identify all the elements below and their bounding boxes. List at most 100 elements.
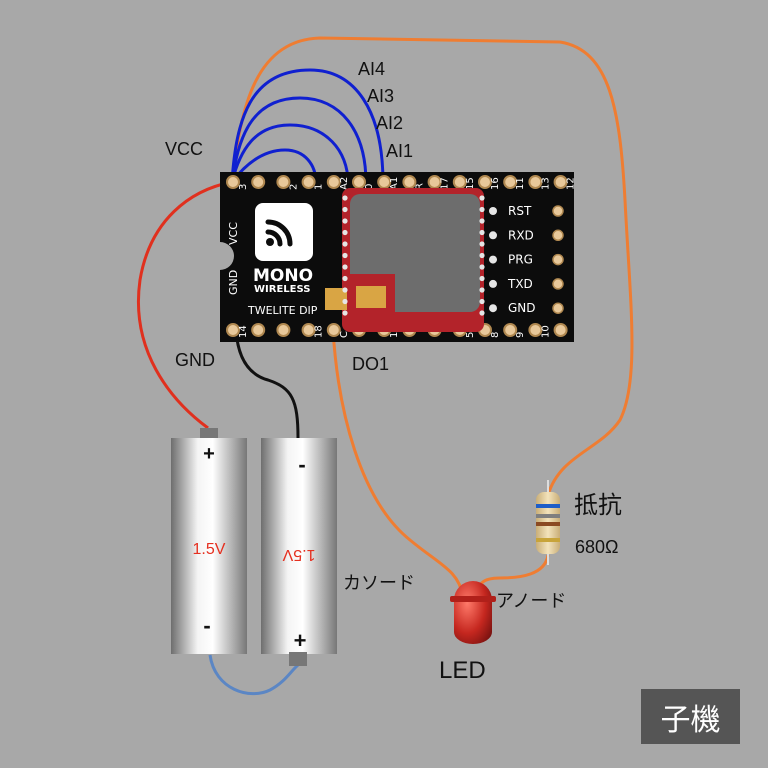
analog-wires bbox=[230, 68, 385, 184]
ai2-label: AI2 bbox=[376, 113, 403, 133]
bottom-pin-label: 8 bbox=[490, 332, 501, 338]
top-pin-label: A1 bbox=[389, 177, 400, 190]
ai3-label: AI3 bbox=[367, 86, 394, 106]
bottom-pin-label: 14 bbox=[238, 325, 249, 338]
battery-link-wire bbox=[208, 654, 300, 696]
top-pin-label: 12 bbox=[566, 177, 577, 190]
side-vcc-label: VCC bbox=[227, 222, 240, 245]
top-pin-pad bbox=[326, 175, 341, 189]
top-pin-label: 2 bbox=[288, 184, 299, 190]
top-pin-label: 16 bbox=[490, 177, 501, 190]
top-pin-label: 13 bbox=[540, 177, 551, 190]
right-pin-pad bbox=[489, 255, 497, 264]
module-pad bbox=[342, 275, 348, 282]
bottom-pin-pad bbox=[226, 323, 240, 337]
resistor-value-label: 680Ω bbox=[575, 537, 619, 557]
led-label: LED bbox=[439, 657, 486, 684]
anode-label: アノード bbox=[496, 591, 566, 611]
side-gnd-label: GND bbox=[227, 270, 240, 295]
bottom-pin-pad bbox=[301, 323, 316, 337]
module-pad bbox=[479, 218, 485, 224]
right-pin-pad bbox=[552, 205, 564, 217]
top-pin-pad bbox=[251, 175, 266, 189]
led-component bbox=[450, 581, 496, 644]
module-pad bbox=[342, 287, 348, 293]
ai4-label: AI4 bbox=[358, 59, 385, 79]
right-pin-label: TXD bbox=[507, 277, 533, 291]
module-pad bbox=[342, 252, 348, 259]
module-pad bbox=[479, 195, 485, 201]
top-pin-label: R bbox=[414, 183, 425, 190]
module-pad bbox=[479, 229, 485, 236]
gnd-label: GND bbox=[175, 350, 215, 370]
module-pad bbox=[342, 229, 348, 236]
resistor-component bbox=[536, 480, 560, 565]
top-pin-pad bbox=[553, 175, 568, 189]
module-pad bbox=[479, 298, 485, 305]
top-pin-row bbox=[226, 175, 568, 189]
bottom-pin-pad bbox=[251, 323, 266, 337]
bottom-pin-label: 10 bbox=[540, 325, 551, 338]
module-pad bbox=[479, 206, 485, 213]
ai1-label: AI1 bbox=[386, 141, 413, 161]
resistor-supply-wire bbox=[230, 36, 634, 496]
module-pad bbox=[342, 218, 348, 224]
module-pad bbox=[479, 241, 485, 247]
top-pin-label: 11 bbox=[515, 177, 526, 190]
bottom-pin-label: C bbox=[339, 331, 350, 338]
module-pad bbox=[342, 195, 348, 201]
module-pad bbox=[342, 206, 348, 213]
top-pin-pad bbox=[528, 175, 543, 189]
top-pin-label: 3 bbox=[238, 184, 249, 190]
right-pin-pad bbox=[489, 279, 497, 288]
right-pin-label: RXD bbox=[508, 228, 534, 242]
right-pin-pad bbox=[489, 231, 497, 240]
model-label: TWELITE DIP bbox=[247, 304, 318, 317]
module-pad bbox=[479, 264, 485, 270]
brand-line2: WIRELESS bbox=[254, 284, 310, 295]
bottom-pin-pad bbox=[503, 323, 518, 337]
module-pad bbox=[479, 252, 485, 259]
bottom-pin-pad bbox=[276, 323, 291, 337]
right-pin-label: PRG bbox=[508, 253, 533, 267]
module-pad bbox=[479, 287, 485, 293]
top-pin-label: 0 bbox=[364, 184, 375, 190]
right-pin-label: GND bbox=[508, 301, 536, 315]
right-pin-pad bbox=[552, 253, 564, 266]
module-pad bbox=[342, 241, 348, 247]
bottom-pin-label: 18 bbox=[314, 325, 325, 338]
battery-2-minus: - bbox=[298, 452, 305, 477]
module-pad bbox=[342, 264, 348, 270]
bottom-pin-label: 5 bbox=[465, 332, 476, 338]
module-pad bbox=[479, 275, 485, 282]
right-pin-pad bbox=[552, 229, 564, 242]
battery-1: + 1.5V - bbox=[171, 428, 247, 654]
top-pin-label: 17 bbox=[440, 177, 451, 190]
battery-1-minus: - bbox=[203, 613, 210, 638]
vcc-wire bbox=[137, 180, 233, 430]
do1-label: DO1 bbox=[352, 354, 389, 374]
bottom-pin-pad bbox=[528, 323, 543, 337]
module-pad bbox=[342, 298, 348, 305]
top-pin-label: A2 bbox=[339, 177, 350, 190]
brand-line1: MONO bbox=[253, 266, 313, 286]
right-pin-label: RST bbox=[508, 204, 532, 218]
right-pin-pad bbox=[552, 278, 564, 290]
right-pin-pad bbox=[489, 304, 497, 313]
battery-1-voltage: 1.5V bbox=[193, 541, 226, 558]
top-pin-pad bbox=[276, 175, 291, 189]
bottom-pin-label: 9 bbox=[515, 332, 526, 338]
battery-1-plus: + bbox=[203, 443, 215, 465]
vcc-label: VCC bbox=[165, 139, 203, 159]
right-pin-pad bbox=[552, 302, 564, 314]
do1-wire bbox=[331, 329, 465, 597]
bottom-pin-pad bbox=[326, 323, 341, 337]
top-pin-label: 1 bbox=[314, 184, 325, 190]
bottom-pin-pad bbox=[553, 323, 568, 337]
module-pad bbox=[342, 310, 348, 316]
right-pin-labels: RST RXD PRG TXD GND bbox=[489, 204, 564, 315]
top-pin-pad bbox=[478, 175, 492, 189]
